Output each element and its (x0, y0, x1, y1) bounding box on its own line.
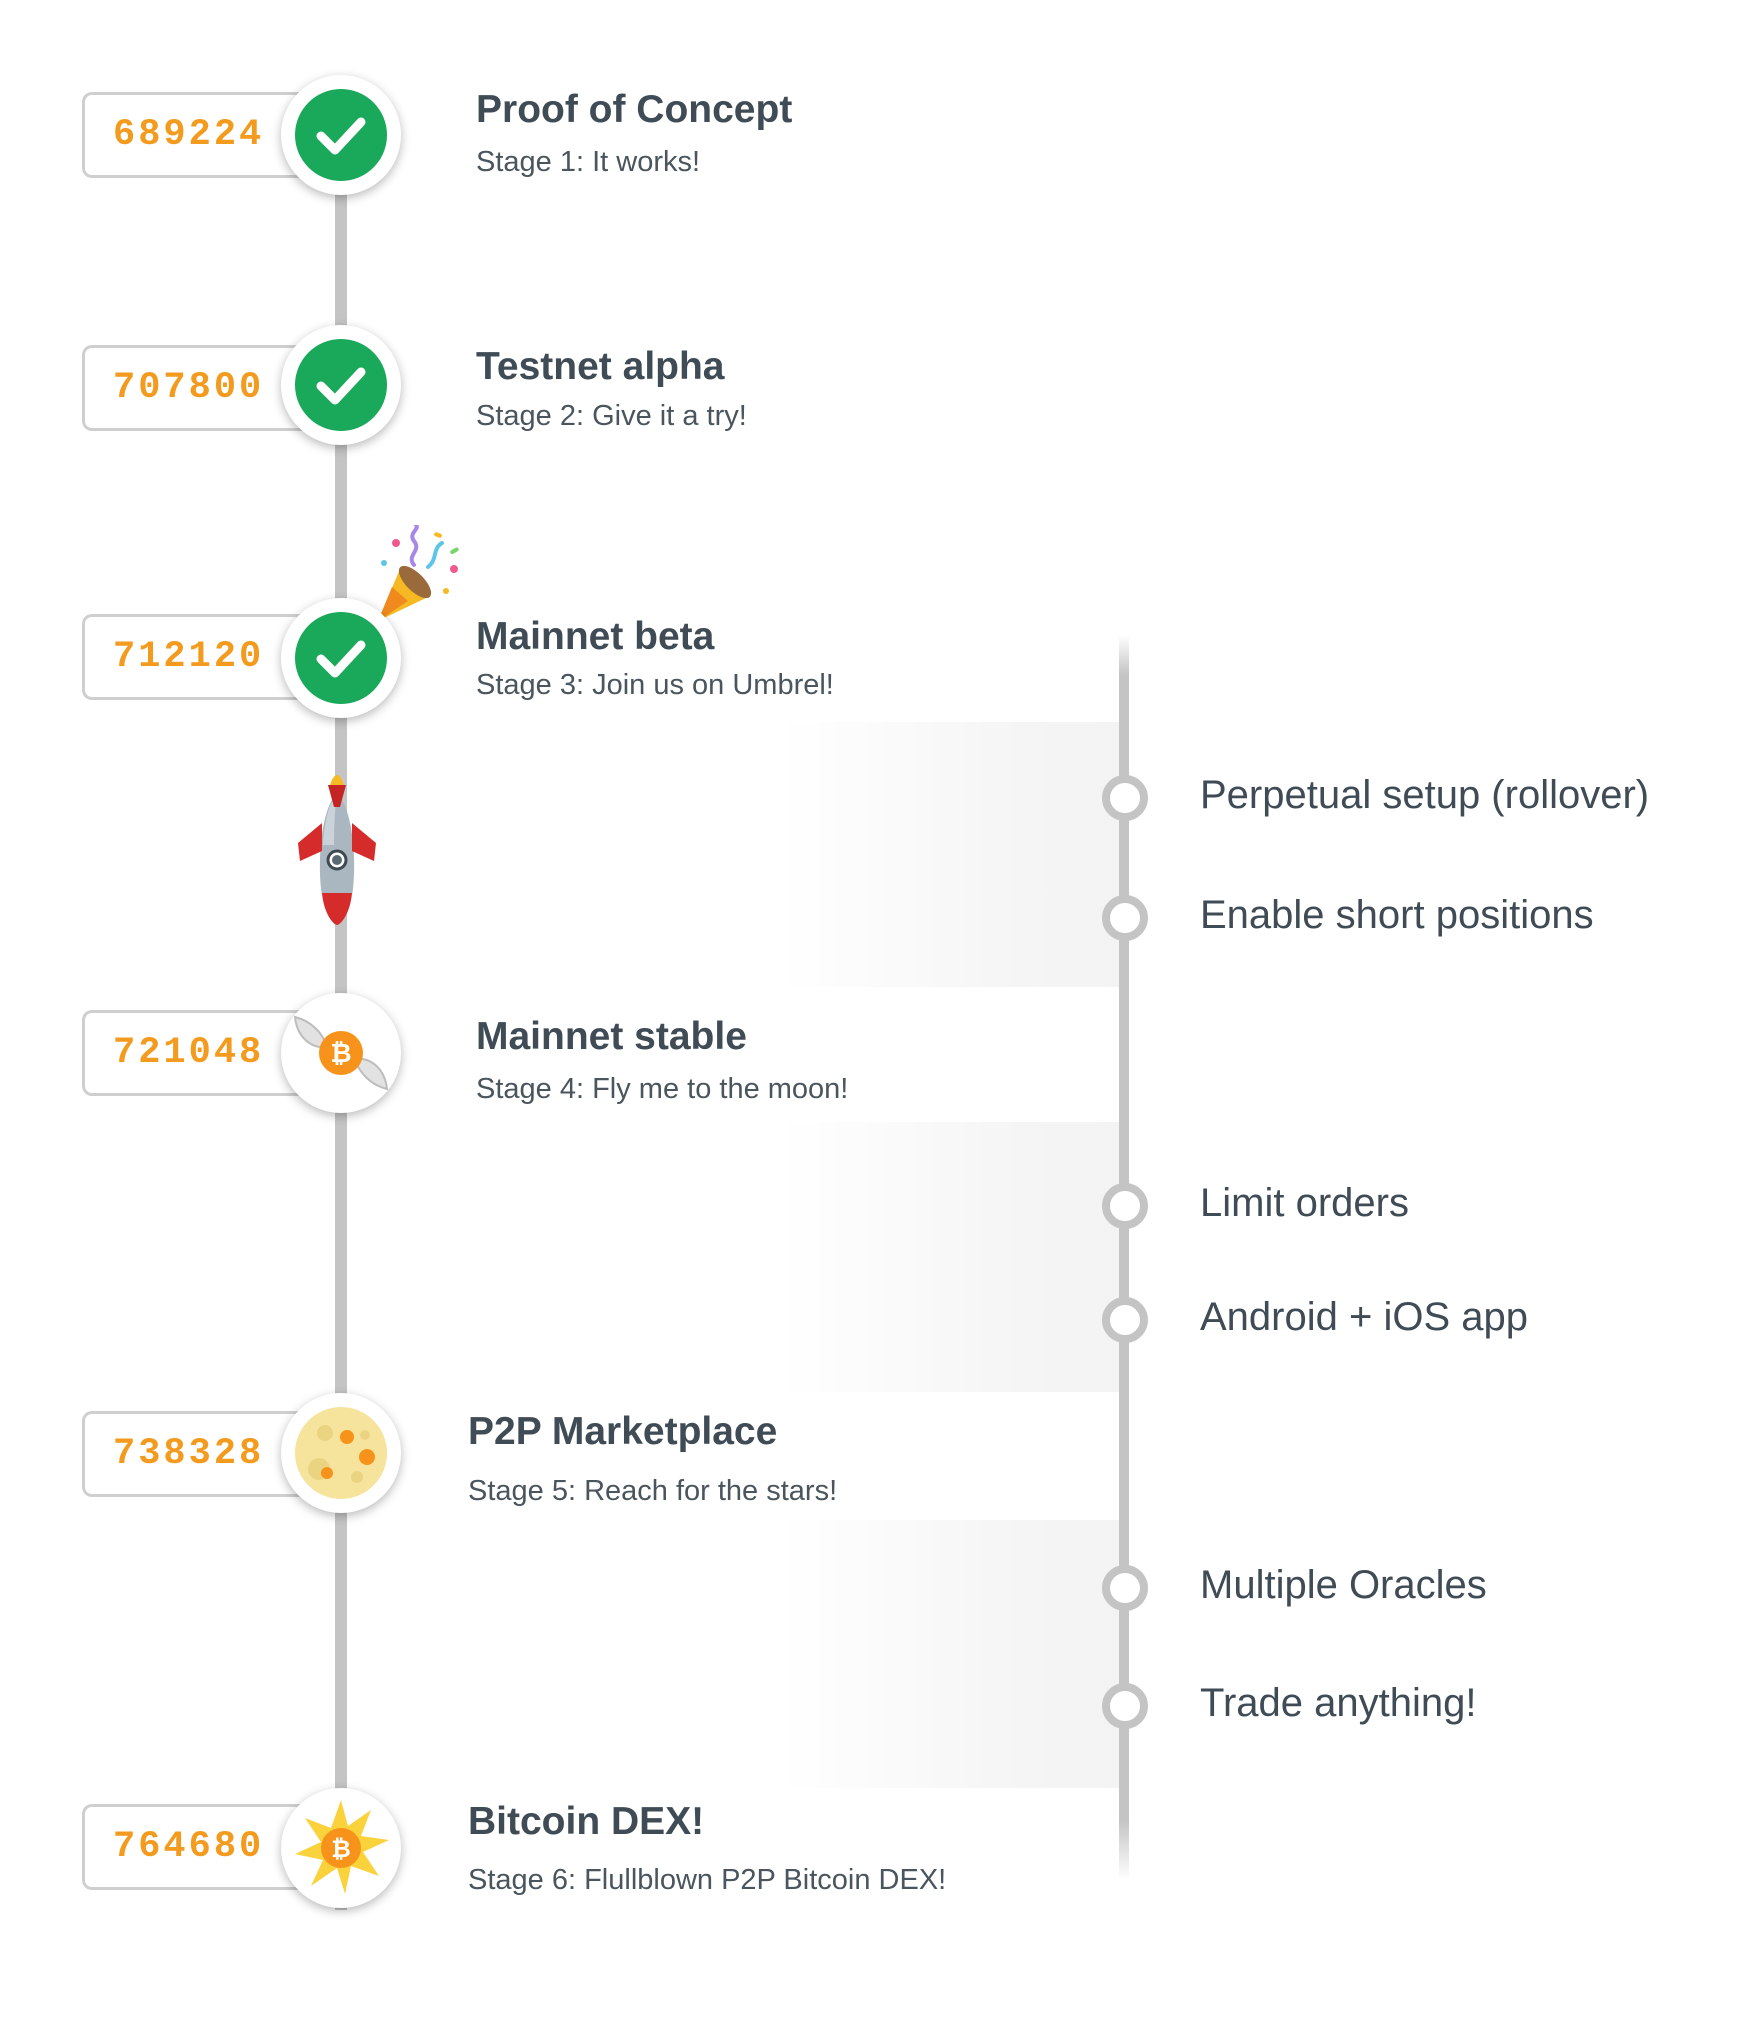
rocket-icon (298, 775, 376, 925)
stage-subtitle: Stage 4: Fly me to the moon! (476, 1073, 849, 1105)
moon-icon (295, 1407, 387, 1499)
feature-dot (1102, 775, 1148, 821)
block-height-badge: 721048 (82, 1010, 322, 1096)
stage-title: Mainnet beta (476, 615, 715, 658)
party-popper-icon (378, 525, 459, 621)
stage-title: Proof of Concept (476, 88, 793, 131)
feature-timeline-line (1119, 635, 1129, 1880)
check-icon (295, 612, 387, 704)
feature-label: Android + iOS app (1200, 1295, 1528, 1339)
feature-dot (1102, 1565, 1148, 1611)
feature-label: Perpetual setup (rollover) (1200, 773, 1650, 817)
stage-node: ₿ (281, 993, 401, 1113)
stage-subtitle: Stage 6: Flullblown P2P Bitcoin DEX! (468, 1864, 947, 1896)
feature-dot (1102, 895, 1148, 941)
winged-bitcoin-icon: ₿ (293, 1015, 389, 1091)
stage-node (281, 325, 401, 445)
stage-node (281, 75, 401, 195)
stage-node (281, 598, 401, 718)
feature-label: Multiple Oracles (1200, 1563, 1487, 1607)
check-icon (295, 339, 387, 431)
feature-dot (1102, 1683, 1148, 1729)
feature-band (780, 1122, 1125, 1392)
svg-text:₿: ₿ (330, 1038, 351, 1068)
stage-subtitle: Stage 1: It works! (476, 146, 701, 178)
stage-subtitle: Stage 5: Reach for the stars! (468, 1475, 838, 1507)
feature-band (780, 1520, 1125, 1788)
check-icon (295, 89, 387, 181)
feature-band (780, 722, 1125, 987)
bitcoin-star-icon: ₿ (295, 1800, 389, 1894)
stage-subtitle: Stage 3: Join us on Umbrel! (476, 669, 834, 701)
svg-text:₿: ₿ (331, 1836, 351, 1863)
feature-label: Trade anything! (1200, 1681, 1477, 1725)
feature-dot (1102, 1297, 1148, 1343)
stage-title: Testnet alpha (476, 345, 725, 388)
stage-title: Mainnet stable (476, 1015, 747, 1058)
feature-label: Enable short positions (1200, 893, 1594, 937)
stage-title: P2P Marketplace (468, 1410, 778, 1453)
stage-subtitle: Stage 2: Give it a try! (476, 400, 747, 432)
stage-node (281, 1393, 401, 1513)
stage-node: ₿ (281, 1788, 401, 1908)
feature-label: Limit orders (1200, 1181, 1409, 1225)
stage-title: Bitcoin DEX! (468, 1800, 705, 1843)
feature-dot (1102, 1183, 1148, 1229)
block-height-badge: 764680 (82, 1804, 322, 1890)
